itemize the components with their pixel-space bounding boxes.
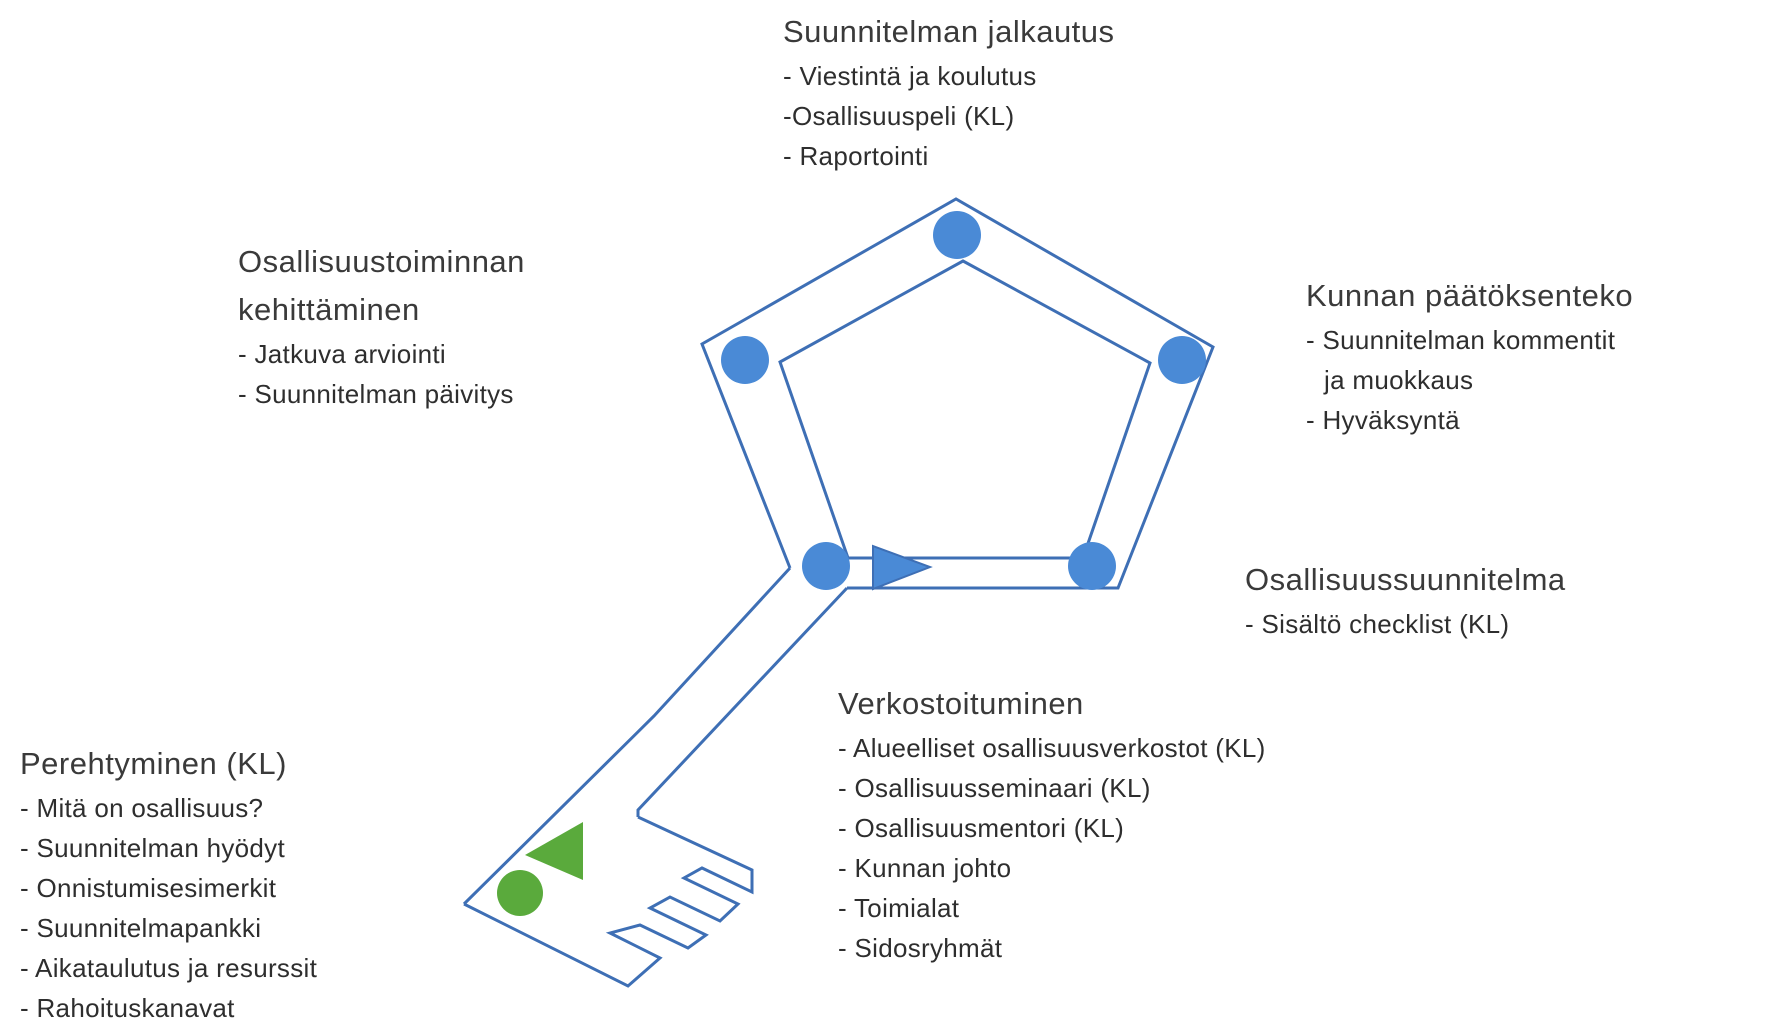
perehtyminen-title: Perehtyminen (KL)	[20, 746, 287, 781]
verkostoituminen-item: - Sidosryhmät	[838, 933, 1003, 963]
suunnitelma-item: - Sisältö checklist (KL)	[1245, 609, 1510, 639]
section-verkostoituminen: Verkostoituminen - Alueelliset osallisuu…	[838, 680, 1266, 968]
kehittaminen-item: - Jatkuva arviointi	[238, 339, 446, 369]
section-perehtyminen: Perehtyminen (KL) - Mitä on osallisuus? …	[20, 740, 317, 1028]
key-shaft-left	[462, 566, 792, 906]
kehittaminen-title-line1: Osallisuustoiminnan	[238, 244, 525, 279]
perehtyminen-item: - Rahoituskanavat	[20, 993, 235, 1023]
node-top	[933, 211, 981, 259]
key-body	[462, 197, 1215, 988]
perehtyminen-item: - Onnistumisesimerkit	[20, 873, 277, 903]
suunnitelma-title: Osallisuussuunnitelma	[1245, 562, 1566, 597]
jalkautus-item: -Osallisuuspeli (KL)	[783, 101, 1015, 131]
paatoksenteko-item: - Suunnitelman kommentit	[1306, 325, 1616, 355]
pentagon-ring-inner	[778, 259, 1152, 560]
section-jalkautus: Suunnitelman jalkautus - Viestintä ja ko…	[783, 8, 1115, 176]
node-left	[721, 336, 769, 384]
paatoksenteko-item: ja muokkaus	[1324, 365, 1474, 395]
key-shaft-right	[636, 586, 849, 817]
start-arrow	[872, 544, 933, 591]
pentagon-nodes	[721, 211, 1206, 590]
kehittaminen-item: - Suunnitelman päivitys	[238, 379, 514, 409]
key-bit-outline	[463, 815, 754, 988]
jalkautus-item: - Raportointi	[783, 141, 929, 171]
green-circle	[497, 870, 543, 916]
node-bottom-right	[1068, 542, 1116, 590]
node-right	[1158, 336, 1206, 384]
section-kehittaminen: Osallisuustoiminnan kehittäminen - Jatku…	[238, 238, 525, 414]
section-suunnitelma: Osallisuussuunnitelma - Sisältö checklis…	[1245, 556, 1566, 644]
verkostoituminen-item: - Toimialat	[838, 893, 960, 923]
jalkautus-title: Suunnitelman jalkautus	[783, 14, 1115, 49]
pentagon-outer-edge	[700, 197, 1215, 590]
paatoksenteko-title: Kunnan päätöksenteko	[1306, 278, 1634, 313]
verkostoituminen-item: - Alueelliset osallisuusverkostot (KL)	[838, 733, 1266, 763]
section-paatoksenteko: Kunnan päätöksenteko - Suunnitelman komm…	[1306, 272, 1633, 440]
kehittaminen-title-line2: kehittäminen	[238, 292, 420, 327]
verkostoituminen-item: - Osallisuusseminaari (KL)	[838, 773, 1151, 803]
perehtyminen-item: - Aikataulutus ja resurssit	[20, 953, 318, 983]
perehtyminen-item: - Mitä on osallisuus?	[20, 793, 264, 823]
node-bottom-left	[802, 542, 850, 590]
verkostoituminen-title: Verkostoituminen	[838, 686, 1084, 721]
verkostoituminen-item: - Kunnan johto	[838, 853, 1012, 883]
verkostoituminen-item: - Osallisuusmentori (KL)	[838, 813, 1125, 843]
jalkautus-item: - Viestintä ja koulutus	[783, 61, 1037, 91]
perehtyminen-item: - Suunnitelman hyödyt	[20, 833, 286, 863]
paatoksenteko-item: - Hyväksyntä	[1306, 405, 1460, 435]
perehtyminen-item: - Suunnitelmapankki	[20, 913, 262, 943]
green-triangle	[525, 822, 583, 880]
